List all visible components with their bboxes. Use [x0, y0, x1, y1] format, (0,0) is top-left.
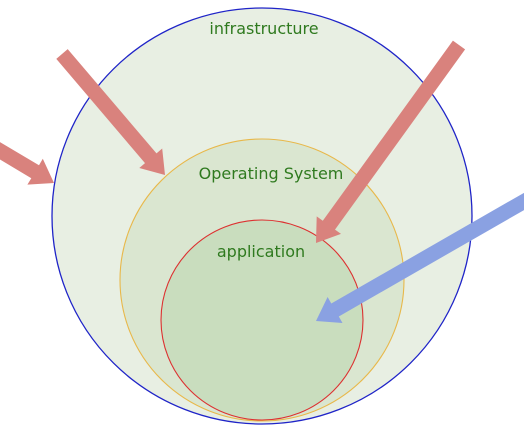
- attack-arrow-right-blue: [316, 192, 524, 323]
- application-circle: [160, 219, 364, 421]
- application-label: application: [217, 242, 305, 261]
- attack-arrow-upper-right: [316, 40, 466, 243]
- attack-arrow-left: [0, 142, 54, 185]
- attack-arrow-upper-left: [56, 49, 165, 175]
- operating-system-label: Operating System: [199, 164, 344, 183]
- infrastructure-label: infrastructure: [209, 19, 318, 38]
